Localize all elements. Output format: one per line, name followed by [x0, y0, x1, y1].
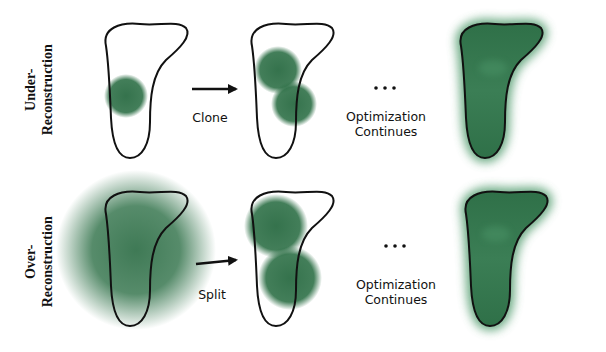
operation-label: Split	[177, 287, 247, 302]
operation-label: Clone	[175, 110, 245, 125]
step-label: Optimization Continues	[331, 109, 441, 139]
row-label: Over-Reconstruction	[23, 207, 57, 317]
step-label: Optimization Continues	[341, 277, 451, 307]
row-label: Under-Reconstruction	[23, 35, 57, 145]
